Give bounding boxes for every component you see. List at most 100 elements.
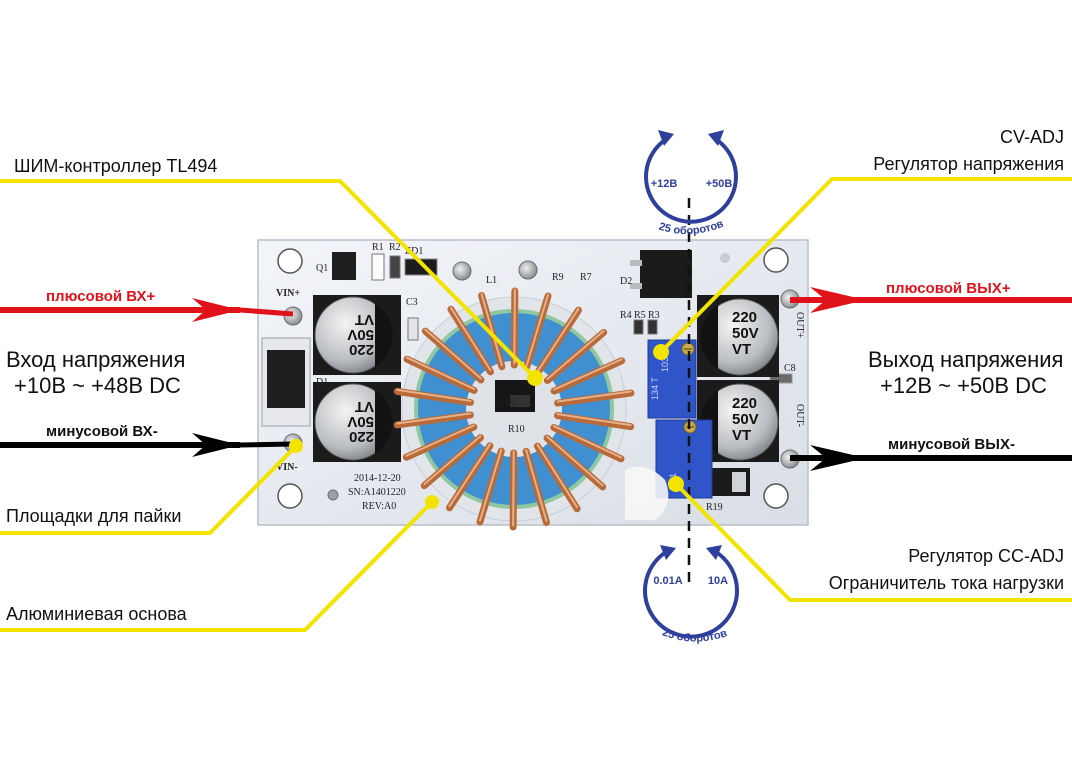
capacitor-c8	[769, 373, 793, 384]
silk-r7: R7	[580, 272, 592, 283]
copper-winding-highlight	[525, 448, 548, 522]
copper-winding-turn	[393, 411, 474, 429]
cap-value: 220	[732, 395, 757, 412]
silk-serial: SN:A1401220	[348, 487, 406, 498]
silk-out-plus: OUT+	[794, 312, 805, 339]
copper-winding-highlight	[405, 424, 475, 457]
via	[327, 489, 339, 501]
output-minus-label: минусовой ВЫХ-	[888, 436, 1015, 453]
callout-dot-aluminum	[425, 495, 439, 509]
capacitor-c3	[407, 317, 419, 341]
callout-cv-adj-title: CV-ADJ	[999, 127, 1064, 147]
callout-aluminum-base: Алюминиевая основа	[6, 604, 187, 624]
pcb-board: VIN+ VIN- Q1 R1 R2 ZD1 L1 R9 R7 D2 R4 R5…	[257, 239, 809, 531]
callout-dot-cv	[653, 344, 669, 360]
copper-winding-turn	[550, 424, 625, 463]
callout-lines	[0, 177, 1072, 632]
cc-adjust-dial: 0.01A 10A 25 оборотов	[643, 545, 739, 645]
cap-voltage: 50V	[347, 413, 374, 430]
copper-winding-turn	[554, 412, 635, 431]
cc-dial-arrow-right-icon	[706, 545, 722, 560]
diode-d1	[267, 350, 305, 408]
callout-line-aluminum	[0, 500, 434, 632]
copper-winding-turn	[393, 387, 474, 406]
output-plus-label: плюсовой ВЫХ+	[886, 280, 1011, 297]
silk-revision: REV:A0	[362, 501, 396, 512]
silk-out-minus: OUT-	[794, 404, 805, 427]
callout-cv-adj-desc: Регулятор напряжения	[873, 154, 1064, 174]
cv-dial-arrow-left-icon	[658, 130, 674, 146]
mounting-hole	[763, 247, 789, 273]
trimmer-marks: 134 T	[650, 377, 660, 400]
output-voltage-range: +12В ~ +50В DC	[880, 373, 1047, 398]
copper-winding-highlight	[512, 450, 515, 527]
silk-r19: R19	[706, 502, 723, 513]
diode-d2-lead	[630, 260, 642, 266]
callout-cc-adj-desc: Ограничитель тока нагрузки	[828, 573, 1064, 593]
copper-winding-highlight	[537, 307, 580, 372]
cv-dial-arrow-right-icon	[708, 130, 724, 146]
input-voltage-title: Вход напряжения	[6, 347, 186, 372]
silk-d2: D2	[620, 276, 632, 287]
copper-winding-highlight	[478, 448, 503, 522]
cap-voltage: 50V	[732, 325, 759, 342]
copper-winding-highlight	[546, 329, 605, 380]
callout-dot-pwm	[527, 370, 543, 386]
silk-zd1: ZD1	[405, 246, 423, 257]
cap-series: VT	[732, 341, 751, 358]
input-capacitor	[313, 295, 401, 375]
resistor-r2	[389, 255, 401, 279]
copper-winding-highlight	[396, 388, 472, 402]
toroid-inductor-l1	[393, 287, 635, 531]
silk-date: 2014-12-20	[354, 473, 401, 484]
copper-winding-highlight	[556, 390, 632, 403]
trimmer-code: 103	[660, 357, 670, 372]
silk-r10: R10	[508, 424, 525, 435]
input-capacitor	[313, 382, 401, 462]
solder-pad	[452, 261, 472, 281]
diode-d2-lead	[630, 283, 642, 289]
silk-r3: R3	[648, 310, 660, 321]
callout-pwm-controller: ШИМ-контроллер TL494	[14, 156, 218, 176]
copper-winding-highlight	[536, 443, 579, 509]
resistor-r3	[647, 319, 658, 335]
copper-winding-highlight	[552, 425, 622, 459]
via	[720, 253, 730, 263]
wires	[0, 287, 1072, 471]
cap-voltage: 50V	[347, 326, 374, 343]
copper-windings	[393, 287, 635, 531]
copper-winding-turn	[550, 357, 626, 395]
cc-dial-min: 0.01A	[653, 575, 682, 587]
silk-r5: R5	[634, 310, 646, 321]
mounting-hole	[277, 248, 303, 274]
copper-winding-highlight	[396, 412, 472, 425]
copper-winding-highlight	[546, 435, 604, 487]
cv-dial-arc	[644, 138, 738, 224]
silk-vin-minus: VIN-	[276, 462, 298, 473]
silk-l1: L1	[486, 275, 497, 286]
silkscreen: VIN+ VIN- Q1 R1 R2 ZD1 L1 R9 R7 D2 R4 R5…	[276, 242, 805, 513]
cv-dial-max: +50В	[706, 178, 733, 190]
cap-series: VT	[355, 398, 374, 415]
copper-winding-highlight	[406, 356, 476, 390]
silk-r9: R9	[552, 272, 564, 283]
resistor-r5	[633, 319, 644, 335]
cap-value: 220	[349, 341, 374, 358]
cap-series: VT	[732, 427, 751, 444]
callout-dot-cc	[668, 476, 684, 492]
thermal-compound	[625, 466, 669, 520]
cv-adjust-dial: +12В +50В 25 оборотов	[644, 130, 738, 237]
transistor-q1	[332, 252, 356, 280]
cap-voltage: 50V	[732, 411, 759, 428]
copper-winding-highlight	[449, 306, 492, 372]
silk-r4: R4	[620, 310, 632, 321]
callout-dot-solder-pads	[289, 439, 303, 453]
callout-solder-pads: Площадки для пайки	[6, 506, 182, 526]
copper-winding-highlight	[424, 328, 482, 380]
callout-cc-adj-title: Регулятор CC-ADJ	[908, 546, 1064, 566]
cap-series: VT	[355, 311, 374, 328]
cv-dial-min: +12В	[651, 178, 678, 190]
copper-winding-highlight	[513, 288, 516, 365]
arrow-input-minus-icon	[192, 433, 240, 457]
